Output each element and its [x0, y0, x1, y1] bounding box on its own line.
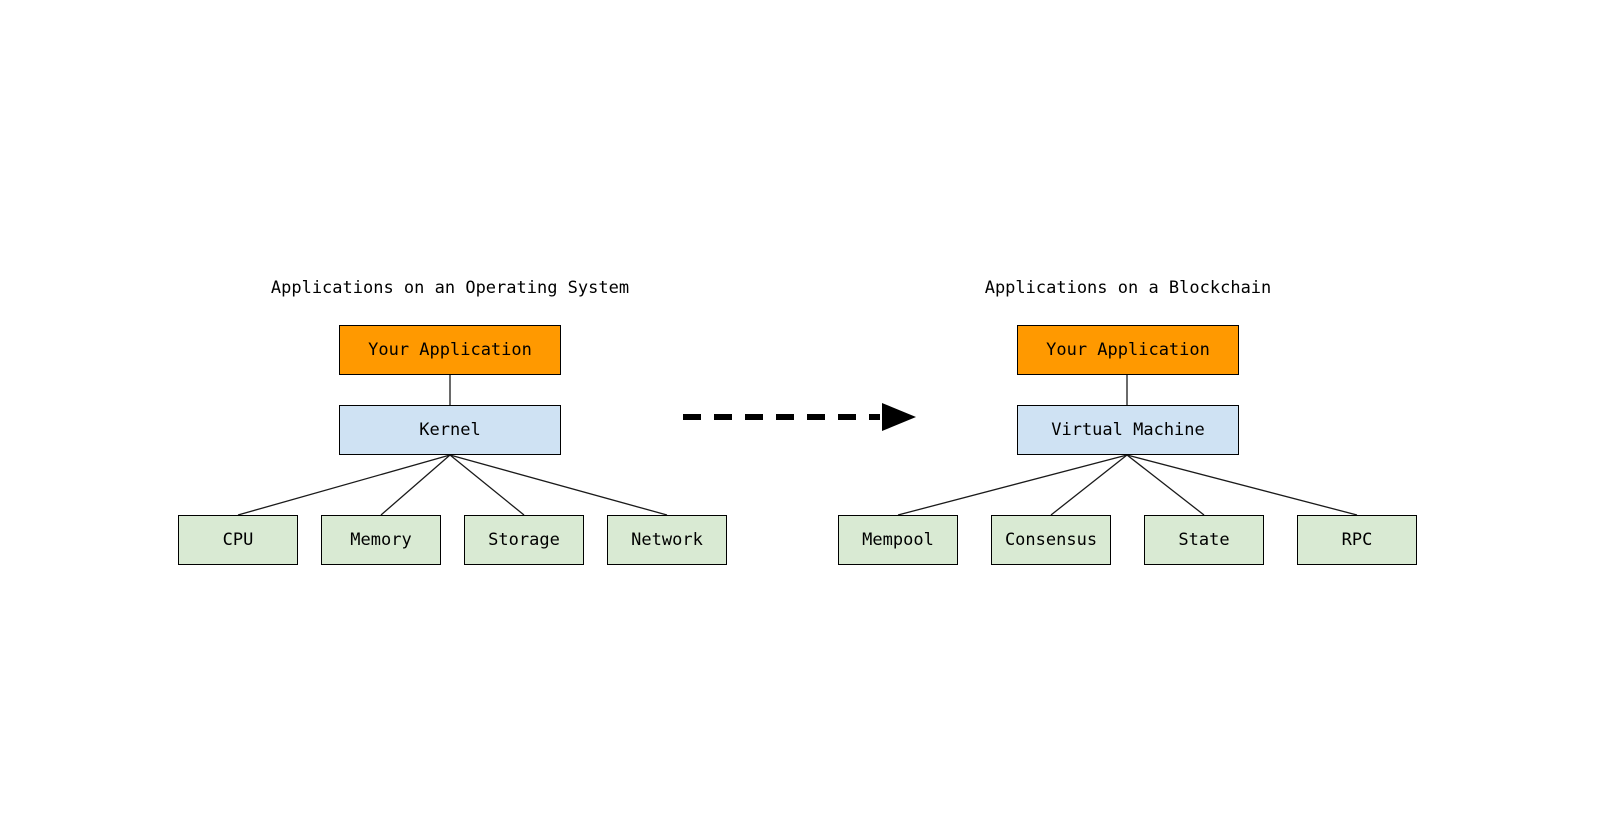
node-label: Kernel [419, 420, 481, 440]
node-label: Network [631, 530, 703, 550]
node-label: Your Application [1046, 340, 1210, 360]
node-label: State [1178, 530, 1230, 550]
node-label: RPC [1341, 530, 1373, 550]
node-network: Network [607, 515, 727, 565]
node-rpc: RPC [1297, 515, 1417, 565]
node-label: Memory [350, 530, 412, 550]
transition-arrow-icon [683, 403, 916, 431]
node-label: Consensus [1004, 530, 1098, 550]
right-diagram-title: Applications on a Blockchain [984, 278, 1272, 298]
left-diagram-title: Applications on an Operating System [270, 278, 630, 298]
node-cpu: CPU [178, 515, 298, 565]
node-label: CPU [222, 530, 254, 550]
node-label: Your Application [368, 340, 532, 360]
node-your-application-os: Your Application [339, 325, 561, 375]
node-label: Storage [488, 530, 560, 550]
node-label: Virtual Machine [1051, 420, 1205, 440]
node-virtual-machine: Virtual Machine [1017, 405, 1239, 455]
node-state: State [1144, 515, 1264, 565]
node-label: Mempool [862, 530, 934, 550]
node-mempool: Mempool [838, 515, 958, 565]
node-storage: Storage [464, 515, 584, 565]
node-consensus: Consensus [991, 515, 1111, 565]
node-memory: Memory [321, 515, 441, 565]
node-kernel: Kernel [339, 405, 561, 455]
node-your-application-blockchain: Your Application [1017, 325, 1239, 375]
